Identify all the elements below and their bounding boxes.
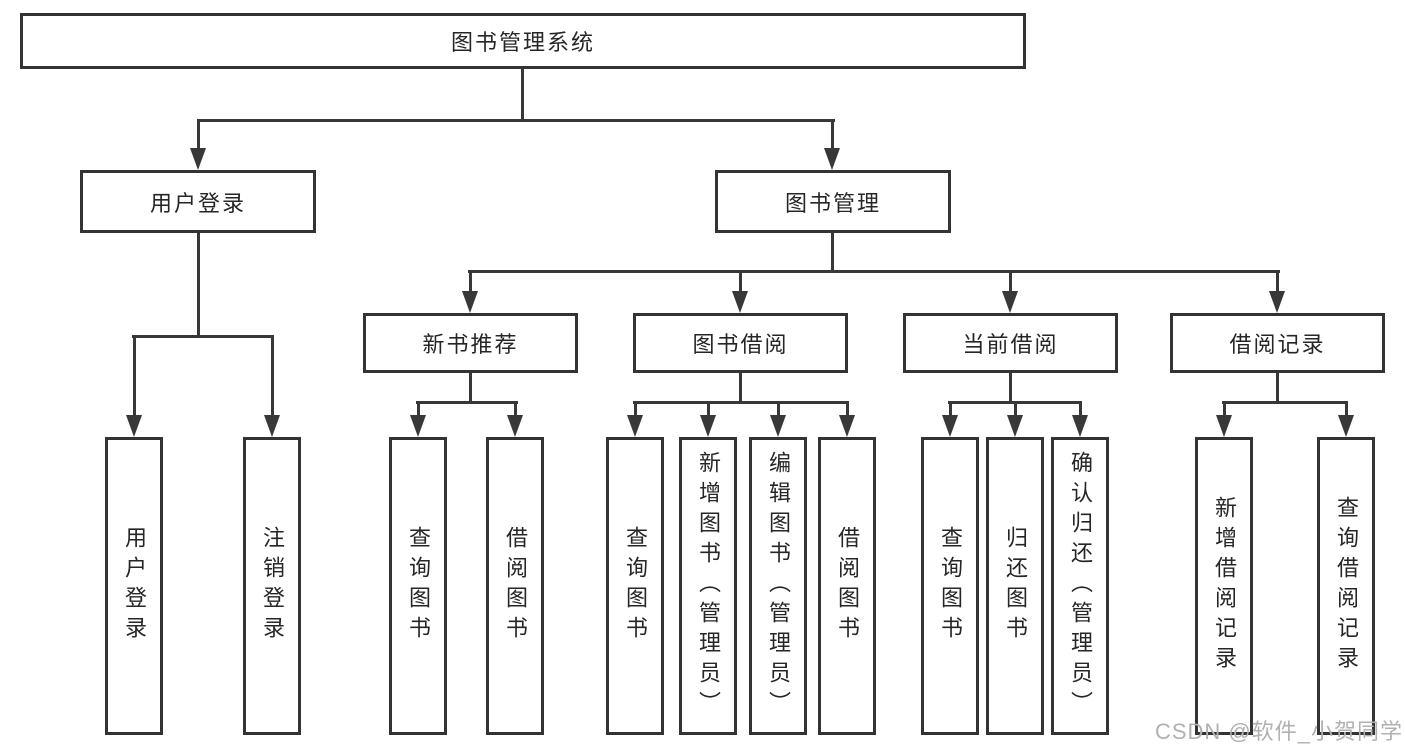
leaf-record-query-borrow-record: 查询借阅记录 bbox=[1317, 437, 1375, 735]
edge-drop-book-borrow bbox=[739, 270, 742, 295]
edge-user-login-rail bbox=[132, 335, 274, 338]
arrowhead-br-add bbox=[1216, 415, 1232, 437]
node-current-borrowing: 当前借阅 bbox=[903, 313, 1118, 373]
arrowhead-bb-borrow bbox=[839, 415, 855, 437]
edge-borrow-record-rail bbox=[1222, 401, 1348, 404]
leaf-current-confirm-return-admin: 确认归还（管理员） bbox=[1051, 437, 1109, 735]
edge-book-mgmt-rail bbox=[468, 270, 1280, 273]
arrowhead-rec-borrow bbox=[507, 415, 523, 437]
edge-borrow-record-stem bbox=[1276, 373, 1279, 404]
edge-drop-rec-borrow bbox=[514, 401, 517, 417]
arrowhead-leaf-user-login bbox=[126, 415, 142, 437]
edge-drop-user-login bbox=[197, 119, 200, 152]
edge-book-mgmt-stem bbox=[831, 233, 834, 273]
leaf-user-login: 用户登录 bbox=[105, 437, 163, 735]
leaf-borrow-edit-books-admin: 编辑图书（管理员） bbox=[749, 437, 807, 735]
leaf-recommend-borrow-books: 借阅图书 bbox=[486, 437, 544, 735]
edge-root-stem bbox=[521, 69, 524, 121]
edge-new-rec-rail bbox=[416, 401, 518, 404]
edge-user-login-stem bbox=[197, 233, 200, 337]
node-borrowing-records: 借阅记录 bbox=[1170, 313, 1385, 373]
arrowhead-book-borrow bbox=[732, 291, 748, 313]
edge-drop-bb-borrow bbox=[846, 401, 849, 417]
edge-drop-cb-query bbox=[949, 401, 952, 417]
arrowhead-br-query bbox=[1338, 415, 1354, 437]
edge-current-borrow-stem bbox=[1009, 373, 1012, 404]
edge-drop-cb-confirm bbox=[1079, 401, 1082, 417]
edge-drop-borrow-record bbox=[1276, 270, 1279, 295]
leaf-borrow-query-books: 查询图书 bbox=[606, 437, 664, 735]
edge-drop-bb-query bbox=[634, 401, 637, 417]
edge-drop-br-add bbox=[1223, 401, 1226, 417]
edge-drop-current-borrow bbox=[1009, 270, 1012, 295]
leaf-record-add-borrow-record: 新增借阅记录 bbox=[1195, 437, 1253, 735]
edge-new-rec-stem bbox=[469, 373, 472, 404]
edge-drop-rec-query bbox=[417, 401, 420, 417]
arrowhead-current-borrow bbox=[1002, 291, 1018, 313]
arrowhead-cb-query bbox=[942, 415, 958, 437]
arrowhead-book-mgmt bbox=[824, 148, 840, 170]
edge-root-rail bbox=[197, 119, 835, 122]
edge-drop-book-mgmt bbox=[831, 119, 834, 152]
node-new-book-recommend: 新书推荐 bbox=[363, 313, 578, 373]
edge-drop-leaf-user-login bbox=[133, 335, 136, 417]
node-book-borrowing: 图书借阅 bbox=[633, 313, 848, 373]
arrowhead-cb-confirm bbox=[1072, 415, 1088, 437]
leaf-borrow-add-books-admin: 新增图书（管理员） bbox=[679, 437, 737, 735]
edge-drop-new-rec bbox=[469, 270, 472, 295]
arrowhead-bb-edit bbox=[770, 415, 786, 437]
leaf-recommend-query-books: 查询图书 bbox=[389, 437, 447, 735]
node-user-login: 用户登录 bbox=[80, 170, 316, 233]
node-book-management: 图书管理 bbox=[715, 170, 951, 233]
arrowhead-cb-return bbox=[1007, 415, 1023, 437]
leaf-current-query-books: 查询图书 bbox=[921, 437, 979, 735]
edge-book-borrow-rail bbox=[633, 401, 848, 404]
arrowhead-user-login bbox=[190, 148, 206, 170]
edge-drop-leaf-logout bbox=[271, 335, 274, 417]
arrowhead-rec-query bbox=[410, 415, 426, 437]
leaf-current-return-books: 归还图书 bbox=[986, 437, 1044, 735]
arrowhead-borrow-record bbox=[1269, 291, 1285, 313]
edge-drop-bb-add bbox=[707, 401, 710, 417]
leaf-borrow-borrow-books: 借阅图书 bbox=[818, 437, 876, 735]
arrowhead-bb-query bbox=[627, 415, 643, 437]
arrowhead-leaf-logout bbox=[264, 415, 280, 437]
edge-drop-br-query bbox=[1345, 401, 1348, 417]
arrowhead-new-rec bbox=[462, 291, 478, 313]
edge-book-borrow-stem bbox=[739, 373, 742, 404]
edge-drop-cb-return bbox=[1014, 401, 1017, 417]
edge-drop-bb-edit bbox=[777, 401, 780, 417]
leaf-logout: 注销登录 bbox=[243, 437, 301, 735]
csdn-watermark: CSDN @软件_小贺同学 bbox=[1154, 719, 1403, 744]
node-library-management-system: 图书管理系统 bbox=[20, 13, 1026, 69]
arrowhead-bb-add bbox=[700, 415, 716, 437]
